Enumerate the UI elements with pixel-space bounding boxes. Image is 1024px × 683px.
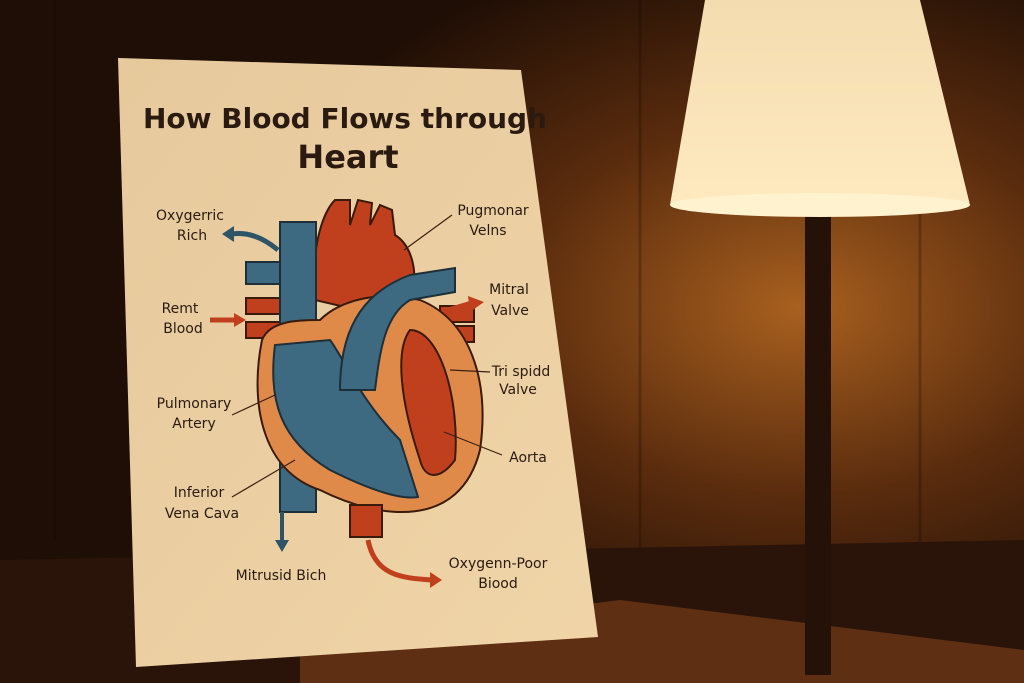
label-tricuspid-1: Tri spidd <box>491 364 550 380</box>
leader-lines <box>231 214 503 498</box>
lamp-rim <box>670 193 970 217</box>
label-ivc-2: Vena Cava <box>165 506 239 522</box>
poster-title-line1: How Blood Flows through <box>143 102 547 135</box>
label-pulmonary-veins-1: Pugmonar <box>457 203 529 219</box>
label-pulmonary-veins-2: Velns <box>469 223 506 239</box>
heart-diagram <box>210 198 484 588</box>
label-pulmonary-artery-1: Pulmonary <box>157 396 232 412</box>
poster-title-line2: Heart <box>297 138 398 176</box>
lamp <box>670 0 970 675</box>
lamp-pole <box>805 205 831 675</box>
label-aorta: Aorta <box>509 450 547 466</box>
label-remt-blood-2: Blood <box>163 321 203 337</box>
label-oxygen-poor-2: Biood <box>478 576 518 592</box>
label-tricuspid-2: Valve <box>499 382 537 398</box>
poster: How Blood Flows through Heart <box>118 58 598 667</box>
label-oxygen-rich-2: Rich <box>177 228 207 244</box>
label-oxygen-poor-1: Oxygenn-Poor <box>449 556 548 572</box>
label-mitrusid: Mitrusid Bich <box>236 568 327 584</box>
label-oxygen-rich-1: Oxygerric <box>156 208 224 224</box>
lamp-shade <box>670 0 970 205</box>
pulmonary-trunk <box>338 266 456 391</box>
label-mitral-valve-1: Mitral <box>489 282 529 298</box>
left-ventricle <box>400 328 457 476</box>
label-mitral-valve-2: Valve <box>491 303 529 319</box>
label-ivc-1: Inferior <box>174 485 225 501</box>
poster-labels: Oxygerric Rich Remt Blood Pulmonary Arte… <box>156 203 550 592</box>
label-pulmonary-artery-2: Artery <box>172 416 215 432</box>
label-remt-blood-1: Remt <box>162 301 199 317</box>
